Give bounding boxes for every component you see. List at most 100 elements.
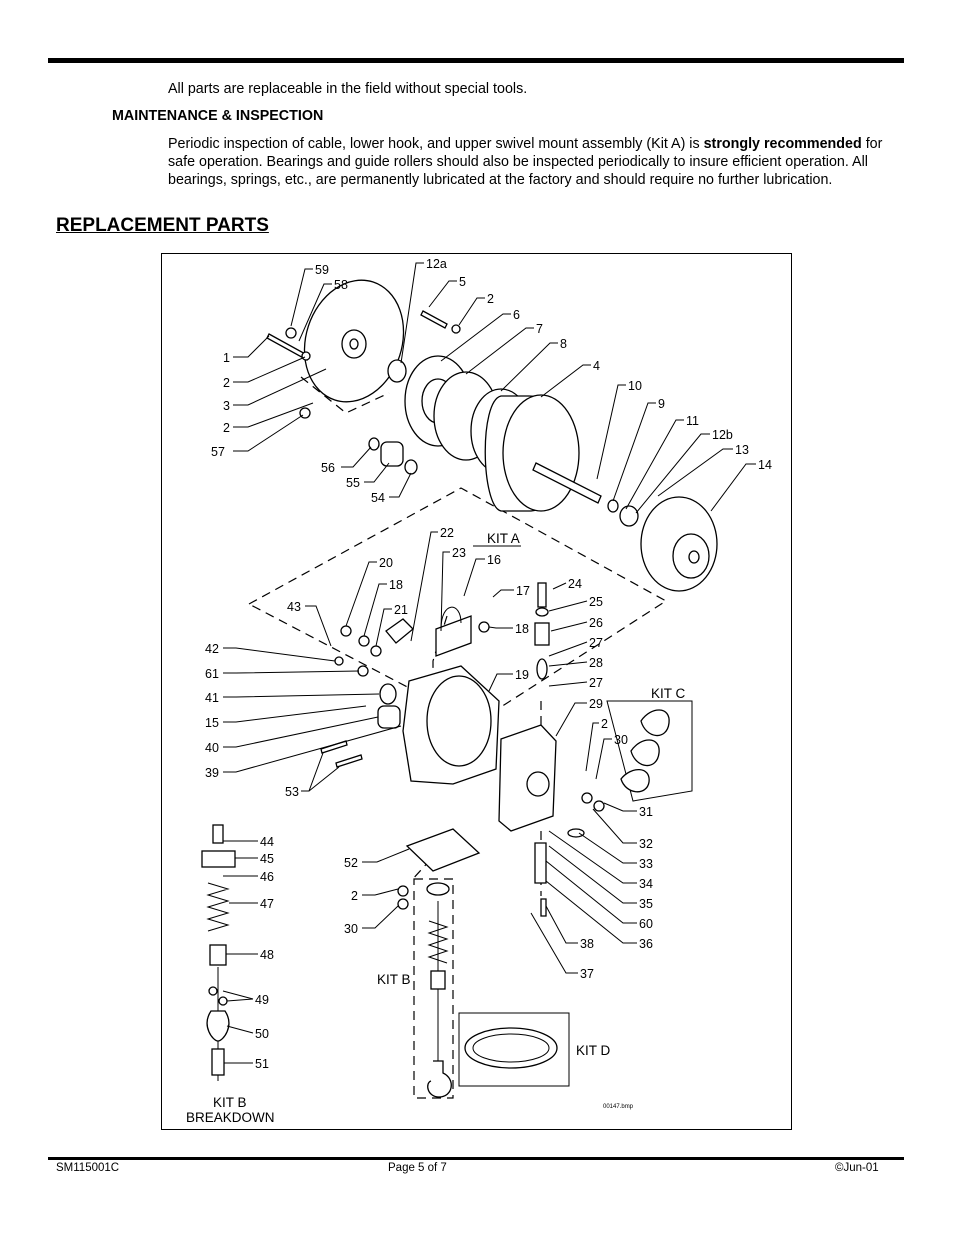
- kit-b-outline: [413, 878, 454, 1099]
- leader-line: [305, 605, 332, 647]
- sling-loop: [464, 1027, 558, 1069]
- leader-line: [440, 313, 511, 362]
- leader-line: [362, 905, 399, 929]
- callout-label: 21: [394, 603, 408, 617]
- callout-label: 14: [758, 458, 772, 472]
- callout-label: 2: [351, 889, 358, 903]
- breakdown-cap: [212, 824, 224, 844]
- leader-line: [540, 364, 591, 398]
- callout-label: 20: [379, 556, 393, 570]
- leader-line: [625, 419, 684, 510]
- callout-label: 17: [516, 584, 530, 598]
- leader-line: [233, 335, 270, 358]
- breakdown-clip: [208, 986, 218, 996]
- kit-b-breakdown-label: KIT B: [213, 1095, 247, 1110]
- callout-label: 42: [205, 642, 219, 656]
- washer: [478, 621, 490, 633]
- breakdown-sleeve: [211, 1048, 225, 1076]
- callout-label: 24: [568, 577, 582, 591]
- header-rule: [48, 58, 904, 63]
- breakdown-clip: [218, 996, 228, 1006]
- leader-line: [223, 693, 380, 698]
- nut: [397, 898, 409, 910]
- washer: [607, 499, 619, 513]
- leader-line: [578, 832, 637, 864]
- washer: [358, 635, 370, 647]
- leader-line: [298, 283, 332, 342]
- callout-label: 25: [589, 595, 603, 609]
- nut: [285, 327, 297, 339]
- leader-line: [552, 582, 567, 590]
- leader-line: [710, 463, 756, 512]
- leader-line: [488, 626, 513, 629]
- washer: [451, 324, 461, 334]
- leader-line: [585, 722, 599, 772]
- leader-line: [223, 716, 379, 748]
- bolt: [335, 754, 363, 768]
- leader-line: [301, 752, 324, 792]
- kit-group-outline: [247, 487, 668, 724]
- callout-label: 12b: [712, 428, 733, 442]
- callout-label: 47: [260, 897, 274, 911]
- swivel-bracket: [435, 615, 472, 657]
- leader-line: [595, 738, 612, 780]
- kit-c-label: KIT C: [651, 686, 686, 701]
- leader-line: [233, 356, 306, 383]
- callout-label: 48: [260, 948, 274, 962]
- gear: [379, 683, 397, 705]
- callout-label: 55: [346, 476, 360, 490]
- leader-line: [596, 384, 626, 480]
- section-title: REPLACEMENT PARTS: [56, 215, 269, 236]
- callout-label: 28: [589, 656, 603, 670]
- leader-line: [465, 327, 534, 375]
- leader-line: [222, 990, 254, 1000]
- bearing-12b: [619, 505, 639, 527]
- callout-label: 4: [593, 359, 600, 373]
- bumper-spring: [427, 920, 449, 964]
- callout-label: 7: [536, 322, 543, 336]
- leader-line: [223, 670, 360, 674]
- breakdown-stop: [209, 944, 227, 966]
- leader-line: [548, 661, 588, 667]
- bearing-12a: [387, 359, 407, 383]
- leader-line: [375, 608, 392, 647]
- main-frame-bore: [426, 675, 492, 767]
- drum-housing-rim: [502, 394, 580, 512]
- nut: [357, 665, 369, 677]
- bracket: [405, 828, 481, 872]
- kit-b-label: KIT B: [377, 972, 411, 987]
- ratchet-spring: [536, 658, 548, 680]
- callout-label: 44: [260, 835, 274, 849]
- callout-label: 12a: [426, 257, 447, 271]
- callout-label: 29: [589, 697, 603, 711]
- maintenance-heading: MAINTENANCE & INSPECTION: [112, 108, 324, 124]
- washer: [301, 351, 311, 361]
- leader-line: [428, 280, 457, 308]
- callout-label: 3: [223, 399, 230, 413]
- leader-line: [548, 641, 588, 657]
- bushing: [534, 622, 550, 646]
- kit-b-breakdown-label: BREAKDOWN: [186, 1110, 275, 1125]
- kit-d-outline: [458, 1012, 570, 1087]
- chain-link: [640, 709, 670, 737]
- side-plate-roller: [526, 771, 550, 797]
- kit-d-label: KIT D: [576, 1043, 611, 1058]
- leader-line: [233, 402, 314, 428]
- nut: [334, 656, 344, 666]
- callout-label: 61: [205, 667, 219, 681]
- callout-label: 5: [459, 275, 466, 289]
- kit-a-label: KIT A: [487, 531, 520, 546]
- callout-label: 46: [260, 870, 274, 884]
- leader-line: [458, 297, 485, 326]
- leader-line: [635, 433, 710, 514]
- file-tag: 00147.bmp: [603, 1104, 634, 1110]
- leader-line: [555, 702, 587, 737]
- callout-label: 34: [639, 877, 653, 891]
- leader-line: [548, 681, 588, 687]
- callout-label: 11: [686, 414, 699, 428]
- leader-line: [545, 905, 578, 944]
- callout-label: 26: [589, 616, 603, 630]
- leader-line: [226, 998, 254, 1002]
- gear: [404, 459, 418, 475]
- leader-line: [290, 268, 313, 327]
